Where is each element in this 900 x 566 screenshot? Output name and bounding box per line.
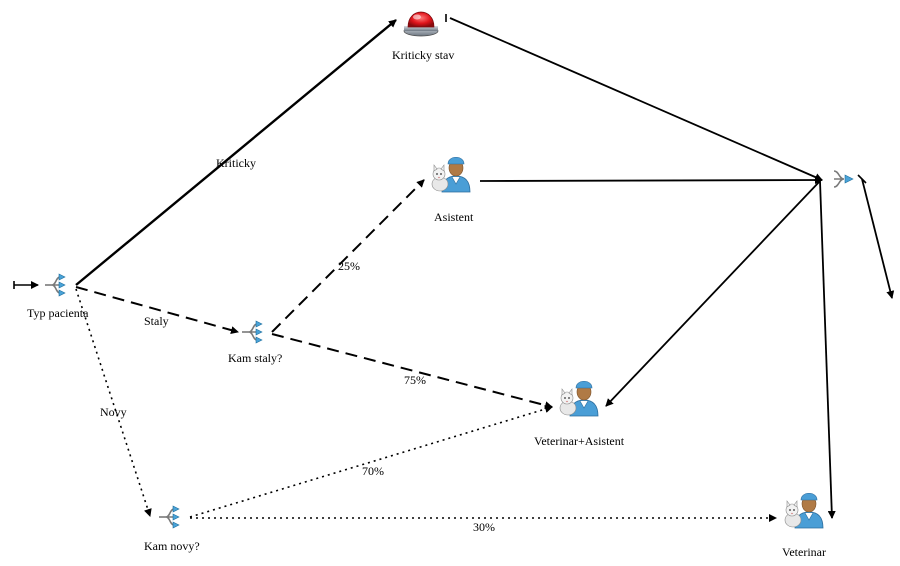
edge-labels: Kriticky Staly Novy 25% 75% 70% 30% (100, 156, 495, 534)
edge-kriticky[interactable] (75, 19, 397, 286)
node-label-kam-staly: Kam staly? (228, 351, 282, 365)
node-kam-staly[interactable]: Kam staly? (228, 320, 282, 365)
edge-label-30: 30% (473, 520, 495, 534)
edge-novy[interactable] (75, 288, 152, 517)
edge-join-vet-asistent[interactable] (605, 180, 821, 407)
node-typ-pacienta[interactable]: Typ pacienta (27, 273, 89, 320)
doctor-with-cat-icon (784, 492, 824, 529)
doctor-with-cat-icon (559, 380, 599, 417)
node-kriticky-stav[interactable]: Kriticky stav (392, 11, 454, 62)
node-veterinar-asistent[interactable]: Veterinar+Asistent (534, 380, 625, 448)
node-veterinar[interactable]: Veterinar (782, 492, 826, 559)
edge-label-staly: Staly (144, 314, 169, 328)
router-icon (44, 273, 66, 297)
node-label-asistent: Asistent (434, 210, 474, 224)
edge-novy-vet-asistent[interactable] (189, 405, 553, 518)
edge-label-kriticky: Kriticky (216, 156, 256, 170)
router-icon (158, 505, 180, 529)
node-label-kam-novy: Kam novy? (144, 539, 200, 553)
edge-label-75: 75% (404, 373, 426, 387)
edge-join-veterinar[interactable] (819, 180, 836, 519)
edge-staly[interactable] (75, 286, 239, 334)
node-label-kriticky-stav: Kriticky stav (392, 48, 454, 62)
edge-staly-vet-asistent[interactable] (271, 333, 553, 410)
join-icon (833, 170, 854, 188)
edge-asistent-join[interactable] (479, 176, 823, 185)
doctor-with-cat-icon (431, 156, 471, 193)
edge-join-out[interactable] (861, 178, 895, 299)
node-label-typ-pacienta: Typ pacienta (27, 306, 89, 320)
router-icon (241, 320, 263, 344)
edge-staly-asistent[interactable] (271, 179, 425, 333)
node-asistent[interactable]: Asistent (431, 156, 474, 224)
node-label-veterinar-asistent: Veterinar+Asistent (534, 434, 625, 448)
edge-kriticky-join[interactable] (449, 17, 823, 181)
edge-label-25: 25% (338, 259, 360, 273)
edges (13, 14, 895, 522)
node-join[interactable] (833, 170, 854, 188)
node-kam-novy[interactable]: Kam novy? (144, 505, 200, 553)
edge-label-70: 70% (362, 464, 384, 478)
node-label-veterinar: Veterinar (782, 545, 826, 559)
edge-label-novy: Novy (100, 405, 127, 419)
alarm-icon (403, 11, 439, 37)
